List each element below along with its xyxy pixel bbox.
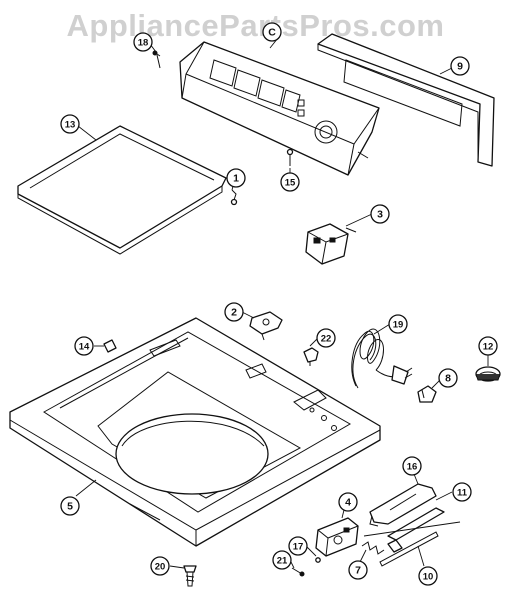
callout-circle: [60, 114, 80, 134]
callout-label: 9: [457, 61, 463, 73]
callout-label: 4: [345, 497, 351, 509]
control-panel-part: [179, 41, 380, 176]
callout-label: 12: [483, 342, 494, 353]
callout-1: 1: [226, 168, 246, 188]
callout-circle: [280, 172, 300, 192]
top-lid-part: [17, 125, 227, 255]
screw-15-part: [286, 148, 294, 166]
callout-circle: [388, 314, 408, 334]
callout-2: 2: [224, 302, 244, 322]
callout-label: 15: [285, 178, 296, 189]
screw-17-part: [315, 557, 321, 563]
callout-circle: [133, 32, 153, 52]
callout-14: 14: [74, 336, 94, 356]
callout-label: 17: [293, 542, 304, 553]
callout-5: 5: [60, 496, 80, 516]
grommet-8-part: [417, 385, 437, 403]
callout-label: 16: [407, 462, 418, 473]
callout-label: 19: [393, 320, 404, 331]
console-back-panel-part: [317, 33, 495, 167]
callout-circle: [288, 536, 308, 556]
callout-label: 5: [67, 501, 73, 513]
callout-label: 21: [277, 556, 288, 567]
callout-label: C: [268, 27, 276, 39]
callout-label: 14: [79, 342, 90, 353]
callout-label: 20: [155, 562, 166, 573]
lever-11-part: [387, 507, 445, 553]
callout-19: 19: [388, 314, 408, 334]
callout-label: 7: [355, 565, 361, 577]
callout-7: 7: [348, 560, 368, 580]
callout-9: 9: [450, 56, 470, 76]
callout-circle: [226, 168, 246, 188]
callout-label: 2: [231, 307, 237, 319]
callout-label: 1: [233, 173, 239, 185]
callout-4: 4: [338, 492, 358, 512]
callout-circle: [262, 22, 282, 42]
callout-label: 10: [423, 572, 434, 583]
bumper-1-part: [230, 189, 238, 206]
callout-circle: [338, 492, 358, 512]
callout-label: 8: [445, 373, 451, 385]
callout-circle: [316, 328, 336, 348]
callout-circle: [348, 560, 368, 580]
callout-20: 20: [150, 556, 170, 576]
callout-8: 8: [438, 368, 458, 388]
callout-circle: [452, 482, 472, 502]
screw-21-part: [291, 567, 305, 577]
fastener-14-part: [103, 339, 117, 353]
callout-label: 3: [377, 209, 383, 221]
callout-11: 11: [452, 482, 472, 502]
callout-18: 18: [133, 32, 153, 52]
callout-circle: [224, 302, 244, 322]
bracket-4-part: [315, 517, 359, 557]
callout-21: 21: [272, 550, 292, 570]
callout-3: 3: [370, 204, 390, 224]
callout-12: 12: [478, 336, 498, 356]
clip-2-part: [249, 311, 283, 341]
callout-circle: [370, 204, 390, 224]
rod-10-part: [363, 521, 461, 567]
callout-22: 22: [316, 328, 336, 348]
lid-switch-3-part: [305, 223, 357, 265]
callout-10: 10: [418, 566, 438, 586]
callout-label: 22: [321, 334, 332, 345]
callout-circle: [438, 368, 458, 388]
top-cover-5-part: [9, 317, 381, 547]
callout-circle: [60, 496, 80, 516]
callout-circle: [74, 336, 94, 356]
callout-circle: [150, 556, 170, 576]
callout-circle: [402, 456, 422, 476]
callout-circle: [478, 336, 498, 356]
callout-13: 13: [60, 114, 80, 134]
callout-label: 13: [65, 120, 76, 131]
callout-16: 16: [402, 456, 422, 476]
callout-circle: [418, 566, 438, 586]
spring-7-part: [361, 541, 385, 555]
callout-label: 11: [457, 488, 468, 499]
screw-20-part: [183, 565, 197, 587]
watermark-text: AppliancePartsPros.com: [66, 8, 445, 43]
screw-18-part: [152, 50, 161, 69]
power-cord-19-part: [351, 328, 413, 389]
callout-circle: [272, 550, 292, 570]
callout-C: C: [262, 22, 282, 42]
plug-22-part: [303, 347, 319, 366]
callout-15: 15: [280, 172, 300, 192]
ring-12-part: [475, 366, 501, 382]
callout-circle: [450, 56, 470, 76]
callout-17: 17: [288, 536, 308, 556]
callout-label: 18: [138, 38, 149, 49]
